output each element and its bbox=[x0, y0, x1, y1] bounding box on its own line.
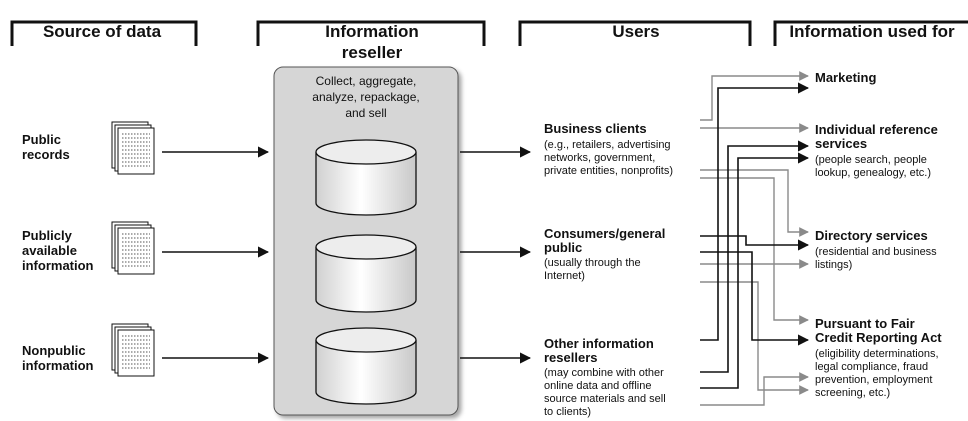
connector-arrow bbox=[700, 82, 810, 341]
user-description: (may combine with other bbox=[544, 367, 664, 379]
user-description: networks, government, bbox=[544, 152, 655, 164]
connector-arrow bbox=[700, 251, 810, 346]
connector-arrow bbox=[700, 140, 810, 373]
connector-arrow bbox=[700, 71, 809, 121]
reseller-description-line3: and sell bbox=[345, 106, 386, 120]
source-label: Public bbox=[22, 132, 61, 147]
use-title: Individual reference bbox=[815, 122, 938, 137]
user-description: private entities, nonprofits) bbox=[544, 165, 673, 177]
user-description: online data and offline bbox=[544, 380, 651, 392]
reseller-header-bracket bbox=[256, 20, 486, 46]
header-information-used-for: Information used for bbox=[789, 22, 955, 41]
use-description: lookup, genealogy, etc.) bbox=[815, 167, 931, 179]
header-users: Users bbox=[612, 22, 659, 41]
header-source-of-data: Source of data bbox=[43, 22, 162, 41]
user-description: to clients) bbox=[544, 406, 591, 418]
use-description: (eligibility determinations, bbox=[815, 348, 939, 360]
use-title: services bbox=[815, 136, 867, 151]
document-stack-icon bbox=[111, 323, 155, 377]
used-for-header-bracket bbox=[773, 20, 968, 46]
user-description: Internet) bbox=[544, 270, 585, 282]
source-label: records bbox=[22, 147, 70, 162]
use-description: (people search, people bbox=[815, 154, 927, 166]
connector-arrow bbox=[700, 235, 810, 251]
header-information-reseller-line2: reseller bbox=[342, 43, 403, 62]
reseller-description-line2: analyze, repackage, bbox=[312, 90, 419, 104]
connector-arrow bbox=[700, 152, 810, 389]
user-title: Consumers/general bbox=[544, 226, 665, 241]
source-label: available bbox=[22, 243, 77, 258]
users-header-bracket bbox=[518, 20, 752, 46]
document-stack-icon bbox=[111, 121, 155, 175]
use-description: listings) bbox=[815, 259, 852, 271]
user-title: Other information bbox=[544, 336, 654, 351]
user-title: public bbox=[544, 240, 582, 255]
connector-arrow bbox=[700, 372, 809, 406]
gray-connector-arrows bbox=[700, 71, 809, 406]
use-description: prevention, employment bbox=[815, 374, 932, 386]
black-connector-arrows bbox=[700, 82, 810, 389]
user-title: Business clients bbox=[544, 121, 647, 136]
use-description: (residential and business bbox=[815, 246, 937, 258]
source-label: Nonpublic bbox=[22, 343, 86, 358]
use-description: screening, etc.) bbox=[815, 387, 890, 399]
use-title: Credit Reporting Act bbox=[815, 330, 942, 345]
use-title: Pursuant to Fair bbox=[815, 316, 915, 331]
user-description: (usually through the bbox=[544, 257, 641, 269]
user-description: (e.g., retailers, advertising bbox=[544, 139, 671, 151]
use-title: Marketing bbox=[815, 70, 876, 85]
connector-arrow bbox=[700, 281, 809, 395]
use-description: legal compliance, fraud bbox=[815, 361, 928, 373]
source-header-bracket bbox=[10, 20, 198, 46]
header-information-reseller-line1: Information bbox=[325, 22, 419, 41]
source-label: information bbox=[22, 358, 94, 373]
user-description: source materials and sell bbox=[544, 393, 666, 405]
document-stack-icon bbox=[111, 221, 155, 275]
database-icon bbox=[315, 139, 417, 216]
source-label: information bbox=[22, 258, 94, 273]
connector-arrow bbox=[700, 177, 809, 325]
database-icon bbox=[315, 234, 417, 313]
source-label: Publicly bbox=[22, 228, 73, 243]
connector-arrow bbox=[700, 169, 809, 237]
reseller-description-line1: Collect, aggregate, bbox=[316, 74, 417, 88]
database-icon bbox=[315, 327, 417, 405]
user-title: resellers bbox=[544, 350, 598, 365]
use-title: Directory services bbox=[815, 228, 928, 243]
